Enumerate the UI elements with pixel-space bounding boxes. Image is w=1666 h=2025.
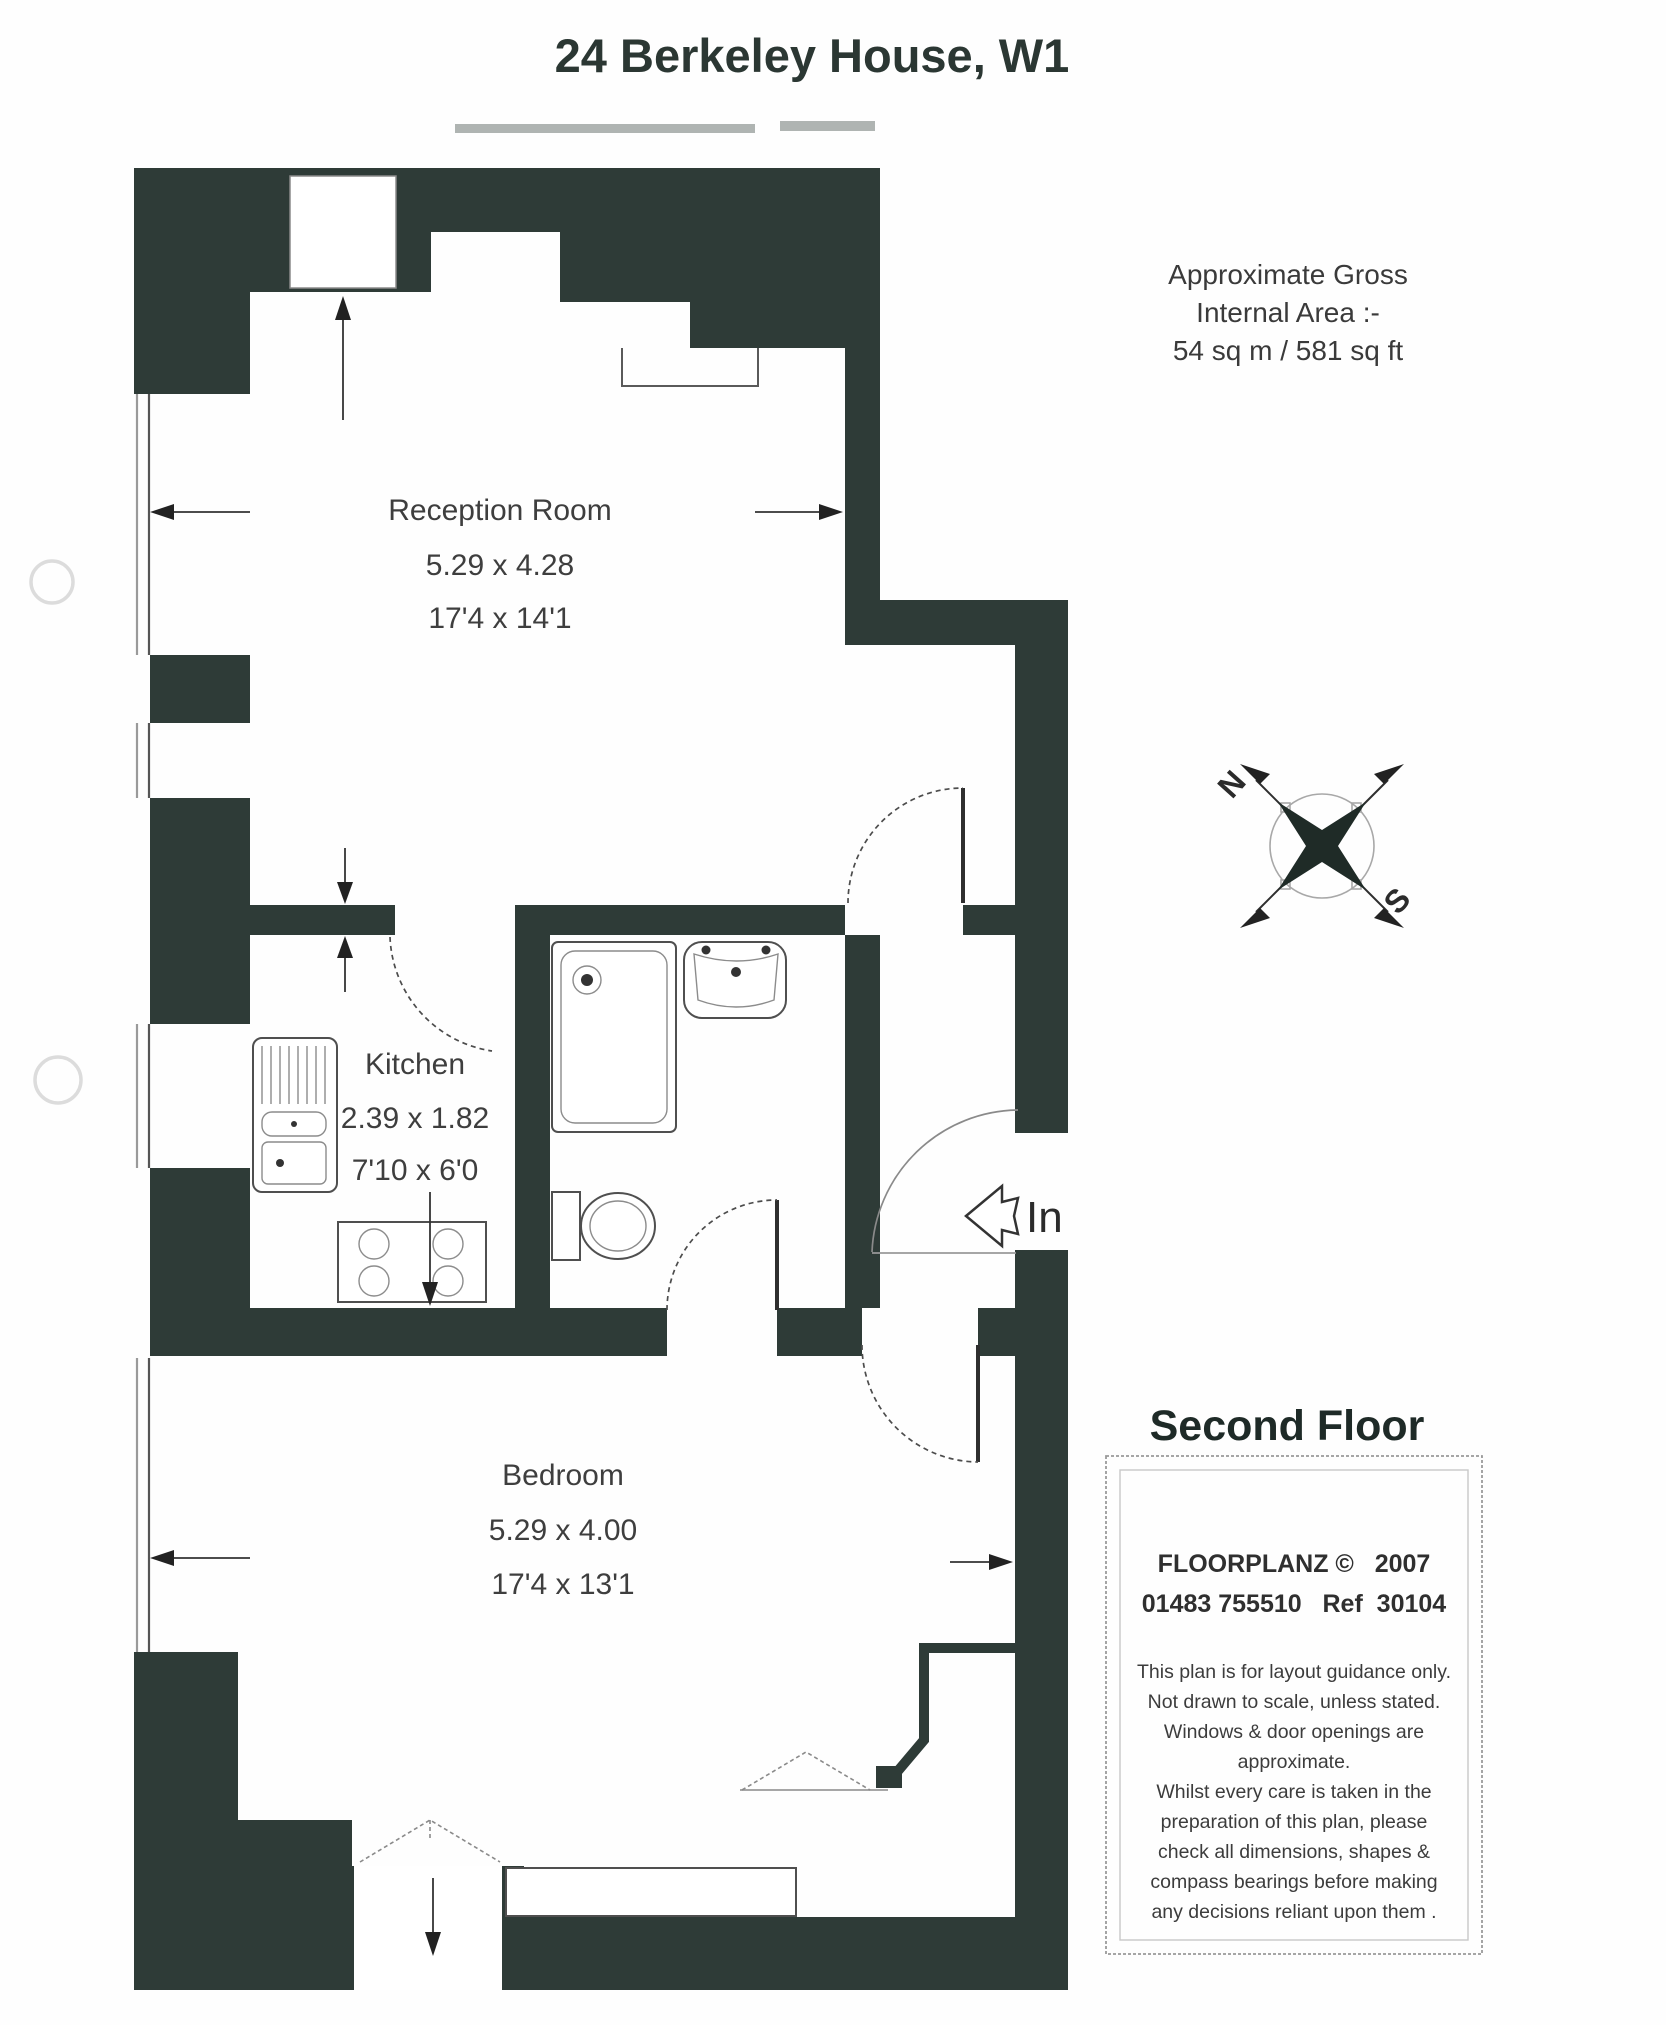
arrow-down-icon bbox=[337, 882, 353, 904]
compass-arrow-nw-icon bbox=[1240, 764, 1270, 784]
compass-arrow-ne-icon bbox=[1374, 764, 1404, 784]
bay-chevron-center bbox=[359, 1819, 501, 1863]
kitchen-sink bbox=[252, 1037, 338, 1193]
stamp-inner-border bbox=[1119, 1469, 1469, 1941]
wall-hall-top bbox=[880, 600, 1068, 645]
reception-room-name: Reception Room bbox=[388, 494, 611, 527]
fixtures bbox=[252, 941, 797, 1917]
bathroom-door-arc bbox=[666, 1199, 778, 1311]
stamp-disclaimer-line: any decisions reliant upon them . bbox=[1151, 1901, 1436, 1923]
wall-bedroom-top-right bbox=[978, 1308, 1015, 1356]
chimney-alcove bbox=[289, 175, 397, 289]
wall-kitchen-west bbox=[150, 798, 250, 1024]
stamp-disclaimer-line: Not drawn to scale, unless stated. bbox=[1148, 1691, 1441, 1713]
wall-hall-right-lower bbox=[1015, 1250, 1068, 1356]
kitchen-door-arc bbox=[389, 936, 493, 1052]
arrow-up-icon bbox=[335, 296, 351, 320]
compass-arrow-sw-icon bbox=[1240, 908, 1270, 928]
scan-punch-holes bbox=[29, 559, 83, 1105]
hob bbox=[337, 1221, 487, 1303]
wall-bathroom-top bbox=[515, 905, 845, 935]
entrance-label: In bbox=[1026, 1193, 1063, 1242]
compass-star-icon bbox=[1278, 802, 1366, 890]
bedroom-name: Bedroom bbox=[502, 1459, 624, 1492]
scan-artifacts bbox=[455, 121, 875, 133]
compass-rose: N S bbox=[1210, 763, 1417, 928]
area-summary-line1: Approximate Gross bbox=[1168, 259, 1408, 290]
wall-kitchen-bathroom-divider bbox=[515, 935, 550, 1308]
built-in-unit bbox=[505, 1867, 797, 1917]
stamp-box: FLOORPLANZ © 2007 01483 755510 Ref 30104… bbox=[1105, 1455, 1483, 1955]
dimension-arrows bbox=[150, 296, 1013, 1956]
stamp-disclaimer-line: approximate. bbox=[1238, 1751, 1351, 1773]
bedroom-imperial: 17'4 x 13'1 bbox=[491, 1568, 634, 1601]
wall-bedroom-right bbox=[1015, 1356, 1068, 1917]
stamp-contact-line: 01483 755510 Ref 30104 bbox=[1142, 1590, 1447, 1618]
wall-top-left-corner bbox=[134, 168, 250, 394]
bathtub bbox=[551, 941, 677, 1133]
stamp-disclaimer-line: preparation of this plan, please bbox=[1161, 1811, 1428, 1833]
bedroom-metric: 5.29 x 4.00 bbox=[489, 1514, 637, 1547]
arrow-left-icon bbox=[150, 1550, 174, 1566]
page-title: 24 Berkeley House, W1 bbox=[555, 29, 1070, 82]
area-summary-line2: Internal Area :- bbox=[1196, 297, 1380, 328]
bedroom-door-arc bbox=[861, 1344, 979, 1463]
wall-kitchen-top bbox=[248, 905, 395, 935]
area-summary-line3: 54 sq m / 581 sq ft bbox=[1173, 335, 1404, 366]
stamp-disclaimer-line: Windows & door openings are bbox=[1164, 1721, 1424, 1743]
labels: 24 Berkeley House, W1 Approximate Gross … bbox=[341, 29, 1425, 1601]
walls bbox=[134, 168, 1068, 1990]
arrow-left-icon bbox=[150, 504, 174, 520]
reception-room-imperial: 17'4 x 14'1 bbox=[428, 602, 571, 635]
reception-room-metric: 5.29 x 4.28 bbox=[426, 549, 574, 582]
punch-hole-icon bbox=[29, 559, 75, 605]
wall-chimney-breast bbox=[150, 655, 250, 723]
toilet bbox=[551, 1191, 656, 1261]
compass-arrow-se-icon bbox=[1374, 908, 1404, 928]
kitchen-metric: 2.39 x 1.82 bbox=[341, 1102, 489, 1135]
wall-reception-right bbox=[845, 168, 880, 645]
wall-hall-right-upper bbox=[1015, 645, 1068, 1133]
doors bbox=[389, 787, 1019, 1463]
wall-bathroom-right bbox=[845, 935, 880, 1308]
stamp-disclaimer-line: compass bearings before making bbox=[1150, 1871, 1437, 1893]
stamp-disclaimer-line: check all dimensions, shapes & bbox=[1158, 1841, 1430, 1863]
arrow-right-icon bbox=[819, 504, 843, 520]
wall-bedroom-top-mid bbox=[777, 1308, 862, 1356]
stamp-brand-line: FLOORPLANZ © 2007 bbox=[1158, 1550, 1431, 1578]
arrow-up-icon bbox=[337, 936, 353, 958]
entrance: In bbox=[964, 1183, 1063, 1249]
wall-notch-nub bbox=[876, 1766, 902, 1788]
kitchen-imperial: 7'10 x 6'0 bbox=[352, 1154, 479, 1187]
arrow-down-icon bbox=[425, 1932, 441, 1956]
windows bbox=[135, 394, 151, 1652]
floor-label: Second Floor bbox=[1150, 1402, 1425, 1450]
entrance-arrow-icon bbox=[964, 1183, 1020, 1249]
bay-chevron-right bbox=[741, 1751, 871, 1791]
wash-basin bbox=[683, 941, 787, 1019]
stamp-outer-border bbox=[1105, 1455, 1483, 1955]
bottom-bay-recess bbox=[354, 1866, 502, 1990]
punch-hole-icon bbox=[33, 1055, 83, 1105]
bay-window-symbols bbox=[359, 1751, 888, 1863]
entrance-door-arc bbox=[871, 1109, 1019, 1253]
wall-recess-left-jamb bbox=[332, 1866, 354, 1990]
reception-door-arc bbox=[847, 787, 964, 904]
wall-bedroom-top-left bbox=[168, 1308, 667, 1356]
arrow-right-icon bbox=[989, 1554, 1013, 1570]
stamp-disclaimer-line: Whilst every care is taken in the bbox=[1156, 1781, 1431, 1803]
arrow-down-icon bbox=[422, 1282, 438, 1306]
wall-hall-divider-stub bbox=[963, 905, 1015, 935]
wall-bedroom-notch bbox=[888, 1643, 1015, 1782]
stamp-disclaimer-line: This plan is for layout guidance only. bbox=[1137, 1661, 1451, 1683]
window-recess-outline bbox=[621, 348, 759, 387]
kitchen-name: Kitchen bbox=[365, 1048, 465, 1081]
